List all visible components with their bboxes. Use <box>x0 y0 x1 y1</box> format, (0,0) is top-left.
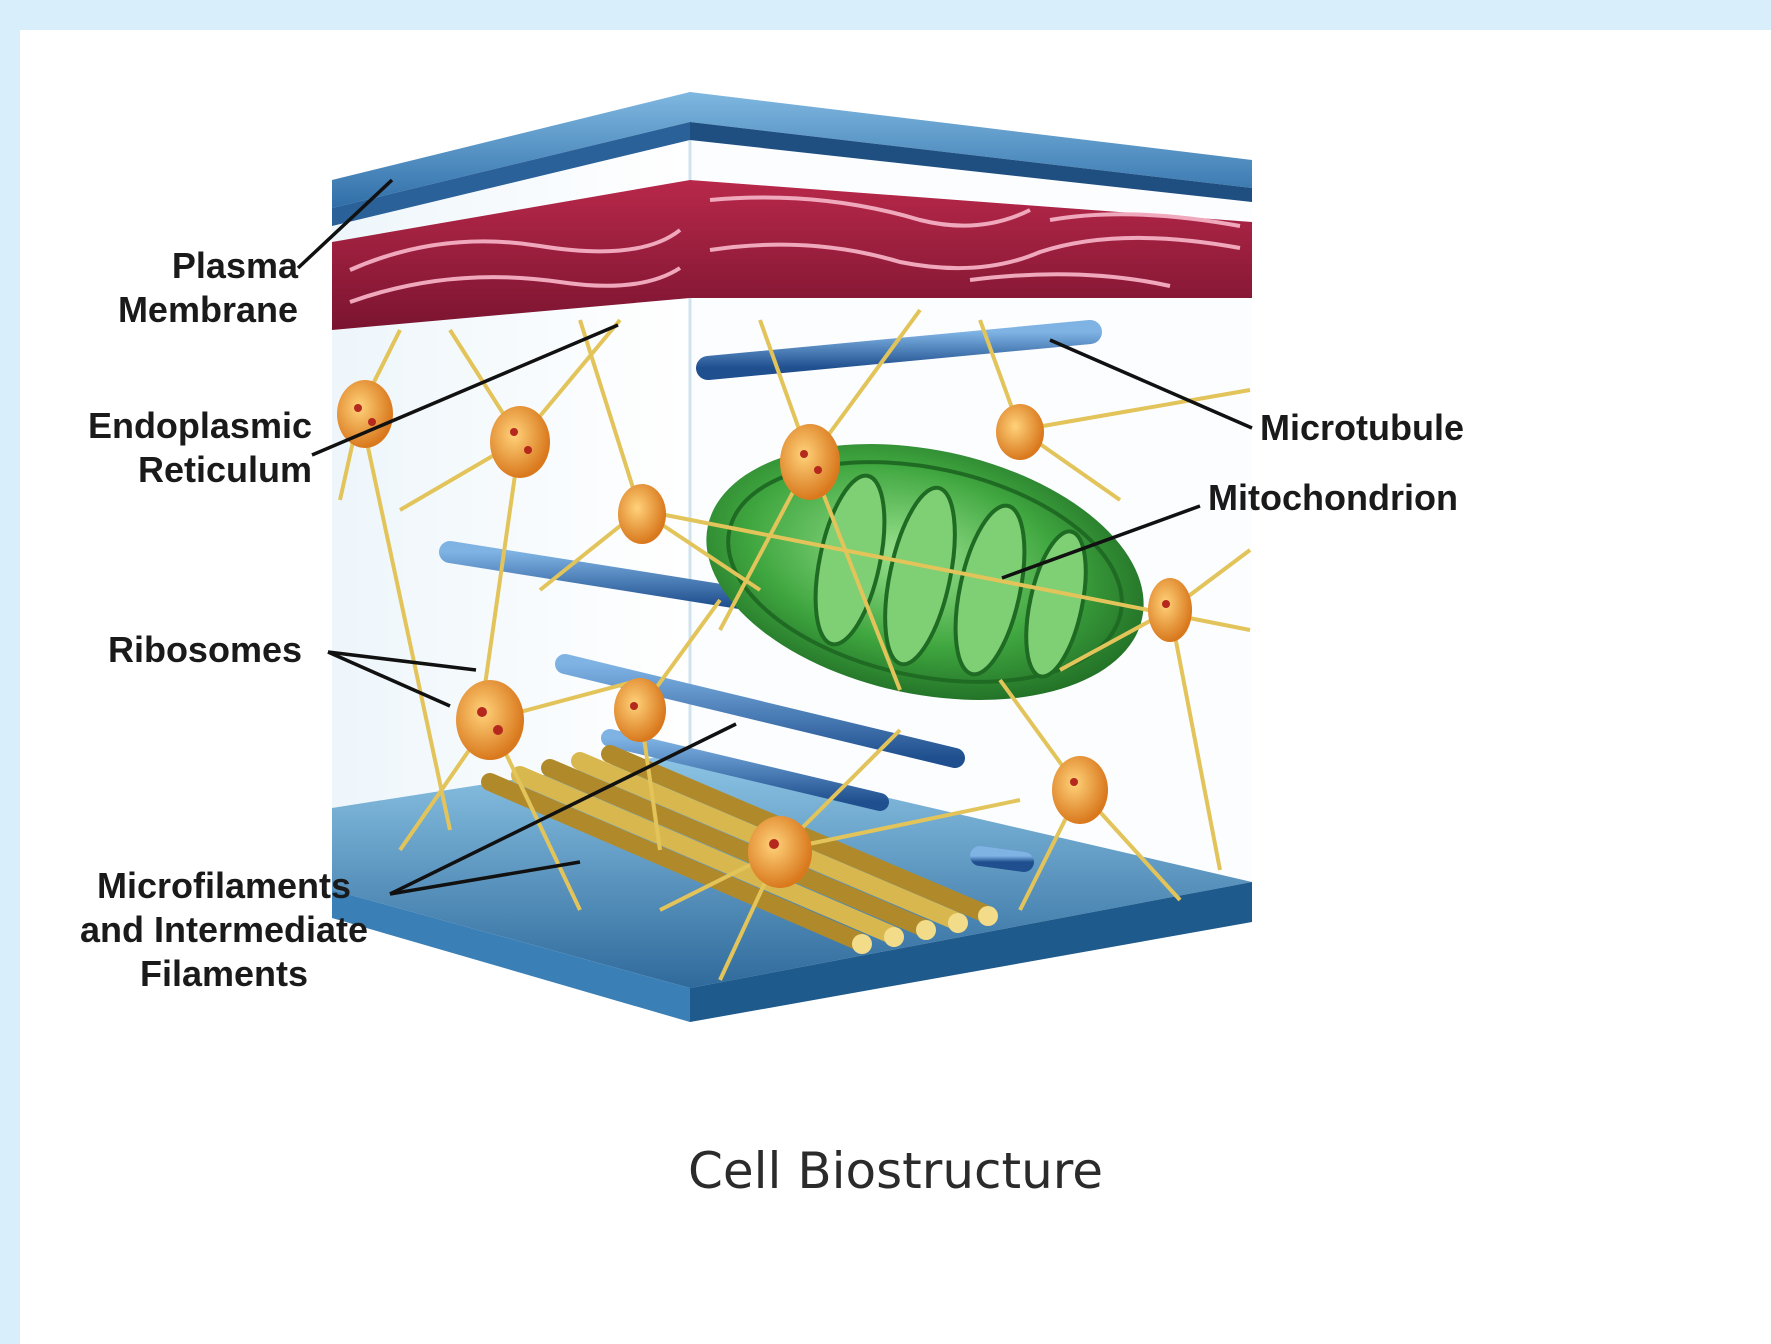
figure-caption: Cell Biostructure <box>20 1142 1771 1200</box>
ribosomes-label: Ribosomes <box>86 628 302 672</box>
label-line: Membrane <box>112 288 298 332</box>
figure-panel: Plasma Membrane Endoplasmic Reticulum Ri… <box>20 30 1771 1344</box>
plasma-membrane-label: Plasma Membrane <box>112 244 298 332</box>
microfilaments-label: Microfilaments and Intermediate Filament… <box>62 864 386 996</box>
label-line: Plasma <box>112 244 298 288</box>
ribosome <box>614 678 666 742</box>
mitochondrion-label: Mitochondrion <box>1208 476 1458 520</box>
label-line: Filaments <box>62 952 386 996</box>
label-line: Mitochondrion <box>1208 476 1458 520</box>
ribosome <box>490 406 550 478</box>
endoplasmic-reticulum-label: Endoplasmic Reticulum <box>68 404 312 492</box>
label-line: Ribosomes <box>86 628 302 672</box>
ribosome <box>1148 578 1192 642</box>
microtubule-label: Microtubule <box>1260 406 1464 450</box>
ribosome <box>456 680 524 760</box>
label-line: Microtubule <box>1260 406 1464 450</box>
label-line: Endoplasmic <box>68 404 312 448</box>
label-line: Reticulum <box>68 448 312 492</box>
ribosome <box>996 404 1044 460</box>
ribosome <box>337 380 393 448</box>
label-line: and Intermediate <box>62 908 386 952</box>
label-line: Microfilaments <box>62 864 386 908</box>
ribosome <box>748 816 812 888</box>
ribosome <box>1052 756 1108 824</box>
ribosome <box>780 424 840 500</box>
ribosome <box>618 484 666 544</box>
